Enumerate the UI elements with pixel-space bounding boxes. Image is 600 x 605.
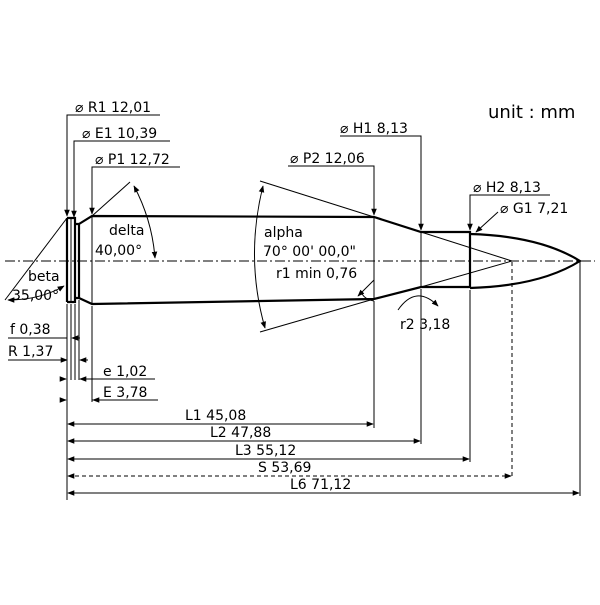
extractor-groove <box>75 222 81 300</box>
delta-arc <box>133 185 158 259</box>
L3-label: L3 55,12 <box>235 443 296 459</box>
P2-label: ⌀ P2 12,06 <box>290 151 365 167</box>
alpha-arc <box>253 185 266 329</box>
H1-leader <box>340 135 424 231</box>
r1-label: r1 min 0,76 <box>276 266 357 282</box>
f-label: f 0,38 <box>10 322 51 338</box>
delta-line <box>91 181 131 217</box>
length-dimensions <box>67 421 580 496</box>
r2-arc <box>397 295 439 311</box>
unit-label: unit : mm <box>488 102 575 123</box>
R-label: R 1,37 <box>8 344 53 360</box>
diameter-leaders-left <box>64 114 180 218</box>
S-label: S 53,69 <box>258 460 311 476</box>
R1-label: ⌀ R1 12,01 <box>75 100 151 116</box>
delta-value-label: 40,00° <box>95 243 142 259</box>
E-label: E 3,78 <box>103 385 147 401</box>
neck-apex-lines <box>420 231 514 288</box>
cartridge-outline <box>65 214 583 306</box>
E1-leader <box>71 140 170 218</box>
alpha-value-label: 70° 00' 00,0" <box>263 244 356 260</box>
H2-leader <box>467 194 550 231</box>
angle-construction <box>4 180 514 333</box>
alpha-name-label: alpha <box>264 225 303 241</box>
case-body <box>78 214 472 306</box>
P1-label: ⌀ P1 12,72 <box>95 152 170 168</box>
beta-arc <box>7 285 65 303</box>
L6-label: L6 71,12 <box>290 477 351 493</box>
small-dimensions <box>8 335 158 403</box>
diameter-leaders-right <box>288 135 550 233</box>
delta-name-label: delta <box>109 223 144 239</box>
dimension-labels: ⌀ R1 12,01 ⌀ E1 10,39 ⌀ P1 12,72 ⌀ P2 12… <box>8 100 568 493</box>
E1-label: ⌀ E1 10,39 <box>82 126 157 142</box>
H2-label: ⌀ H2 8,13 <box>473 180 541 196</box>
G1-leader <box>475 211 499 233</box>
e-label: e 1,02 <box>103 364 147 380</box>
bullet-ogive <box>469 232 583 290</box>
L1-label: L1 45,08 <box>185 408 246 424</box>
beta-value-label: 35,00° <box>12 288 59 304</box>
beta-name-label: beta <box>28 269 60 285</box>
r2-label: r2 3,18 <box>400 317 450 333</box>
L2-label: L2 47,88 <box>210 425 271 441</box>
H1-label: ⌀ H1 8,13 <box>340 121 408 137</box>
alpha-lower-line <box>259 298 375 333</box>
R1-leader <box>64 114 160 217</box>
G1-label: ⌀ G1 7,21 <box>500 201 568 217</box>
alpha-upper-line <box>259 180 375 218</box>
extension-lines <box>66 262 581 500</box>
r1-leader <box>357 279 375 297</box>
P1-leader <box>89 166 180 215</box>
P2-leader <box>288 165 377 216</box>
